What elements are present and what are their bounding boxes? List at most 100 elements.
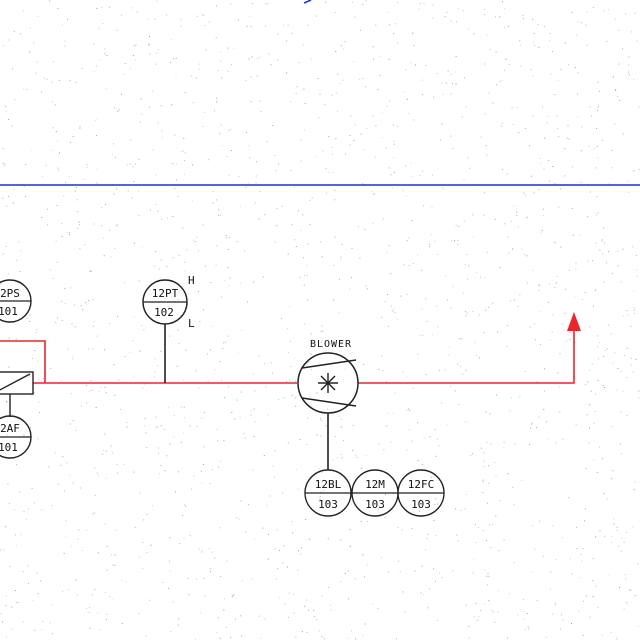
- speckle-dot: [393, 143, 395, 145]
- speckle-dot: [288, 616, 289, 618]
- instrument-bl-103[interactable]: 12BL 103: [304, 469, 352, 517]
- instrument-ps-101[interactable]: 2PS 101: [0, 279, 32, 323]
- speckle-dot: [230, 3, 232, 5]
- speckle-dot: [212, 191, 214, 193]
- speckle-dot: [195, 370, 197, 372]
- speckle-dot: [154, 358, 156, 360]
- speckle-dot: [301, 547, 302, 549]
- speckle-dot: [549, 283, 551, 285]
- speckle-dot: [419, 335, 421, 337]
- speckle-dot: [17, 602, 19, 604]
- instrument-m-103[interactable]: 12M 103: [351, 469, 399, 517]
- speckle-dot: [594, 289, 596, 291]
- speckle-dot: [539, 311, 541, 313]
- speckle-dot: [43, 378, 44, 379]
- speckle-dot: [440, 139, 442, 141]
- speckle-dot: [52, 127, 54, 129]
- speckle-dot: [303, 129, 305, 131]
- speckle-dot: [308, 538, 310, 540]
- speckle-dot: [88, 348, 89, 350]
- speckle-dot: [521, 479, 523, 481]
- speckle-dot: [526, 613, 528, 614]
- speckle-dot: [169, 335, 171, 337]
- blower[interactable]: BLOWER: [297, 339, 359, 470]
- speckle-dot: [240, 391, 242, 393]
- speckle-dot: [237, 352, 239, 354]
- speckle-dot: [14, 322, 15, 324]
- instrument-af-101[interactable]: 2AF 101: [0, 394, 32, 459]
- speckle-dot: [168, 587, 170, 589]
- speckle-dot: [392, 187, 393, 189]
- speckle-dot: [192, 239, 194, 241]
- speckle-dot: [291, 394, 293, 396]
- speckle-dot: [351, 276, 352, 278]
- speckle-dot: [101, 453, 103, 455]
- speckle-dot: [435, 580, 436, 582]
- speckle-dot: [267, 3, 269, 5]
- speckle-dot: [597, 346, 599, 348]
- speckle-dot: [200, 470, 202, 472]
- speckle-dot: [467, 278, 469, 280]
- speckle-dot: [228, 237, 230, 238]
- speckle-dot: [255, 202, 257, 204]
- speckle-dot: [510, 300, 512, 302]
- speckle-dot: [452, 148, 454, 150]
- speckle-dot: [549, 180, 551, 182]
- speckle-dot: [592, 580, 594, 582]
- speckle-dot: [606, 262, 607, 264]
- speckle-dot: [292, 532, 294, 534]
- speckle-dot: [106, 546, 108, 547]
- speckle-dot: [92, 348, 94, 350]
- speckle-dot: [140, 98, 142, 100]
- speckle-dot: [309, 396, 311, 398]
- speckle-dot: [532, 269, 534, 271]
- speckle-dot: [318, 468, 320, 470]
- speckle-dot: [377, 511, 379, 513]
- speckle-dot: [406, 449, 408, 451]
- speckle-dot: [220, 460, 222, 462]
- speckle-dot: [295, 405, 297, 407]
- speckle-dot: [365, 476, 366, 478]
- speckle-dot: [460, 365, 461, 367]
- speckle-dot: [196, 578, 197, 580]
- speckle-dot: [452, 286, 454, 288]
- speckle-dot: [608, 574, 610, 576]
- speckle-dot: [20, 534, 22, 536]
- speckle-dot: [85, 302, 86, 304]
- speckle-dot: [374, 156, 376, 158]
- filter-element: [0, 371, 34, 395]
- speckle-dot: [80, 405, 82, 407]
- speckle-dot: [626, 415, 628, 417]
- instrument-pt-102[interactable]: 12PT 102 H L: [142, 274, 195, 383]
- speckle-dot: [238, 19, 239, 21]
- speckle-dot: [3, 165, 5, 167]
- speckle-dot: [425, 374, 427, 375]
- speckle-dot: [601, 240, 603, 242]
- instrument-fc-103[interactable]: 12FC 103: [397, 469, 445, 517]
- speckle-dot: [190, 75, 192, 77]
- speckle-dot: [71, 358, 73, 360]
- speckle-dot: [450, 74, 452, 75]
- speckle-dot: [375, 125, 377, 127]
- speckle-dot: [427, 607, 429, 609]
- speckle-dot: [231, 412, 233, 413]
- speckle-dot: [551, 331, 553, 333]
- speckle-dot: [5, 245, 7, 247]
- speckle-dot: [58, 169, 60, 171]
- speckle-dot: [81, 550, 83, 552]
- speckle-dot: [142, 568, 144, 569]
- speckle-dot: [365, 0, 367, 2]
- speckle-dot: [589, 370, 591, 371]
- speckle-dot: [557, 128, 559, 130]
- blower-label: BLOWER: [310, 339, 352, 350]
- speckle-dot: [96, 182, 98, 184]
- speckle-dot: [459, 338, 461, 340]
- speckle-dot: [156, 426, 158, 428]
- speckle-dot: [258, 615, 260, 617]
- speckle-dot: [359, 29, 361, 31]
- speckle-dot: [75, 82, 77, 83]
- speckle-dot: [487, 502, 489, 504]
- speckle-dot: [91, 389, 93, 391]
- speckle-dot: [498, 550, 500, 552]
